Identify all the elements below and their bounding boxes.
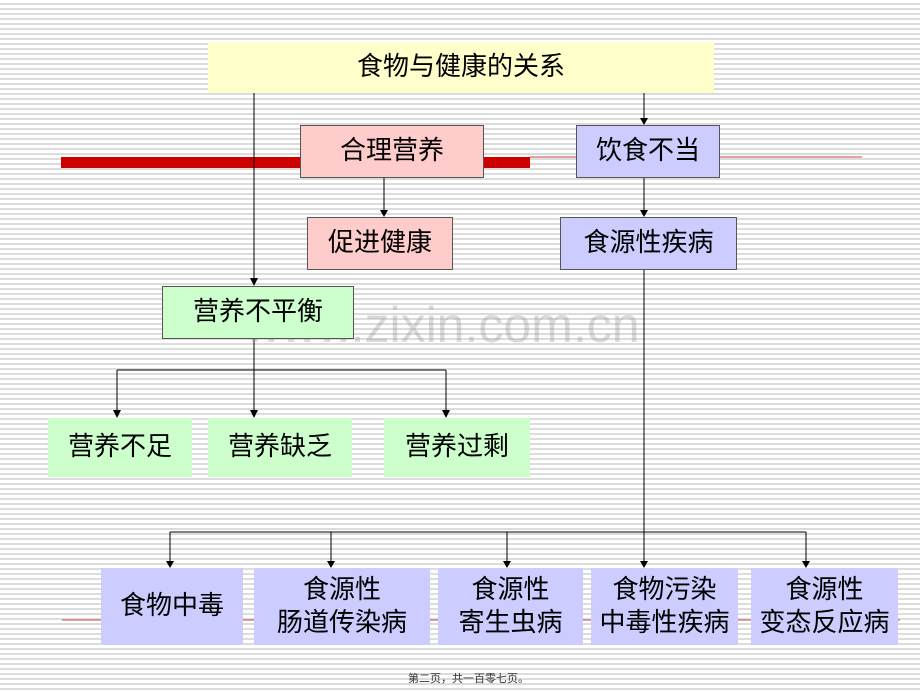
line: 食源性 [302, 575, 381, 605]
title-box: 食物与健康的关系 [208, 42, 714, 93]
page-footer: 第二页，共一百零七页。 [408, 672, 529, 685]
line: 中毒性疾病 [599, 607, 730, 638]
node-allergy: 食源性变态反应病 [751, 568, 898, 645]
node-improper-diet: 饮食不当 [576, 125, 720, 178]
line: 食源性 [471, 575, 550, 605]
red-bar [61, 157, 530, 168]
node-reasonable-nutrition: 合理营养 [300, 125, 484, 178]
node-deficiency: 营养缺乏 [208, 418, 352, 477]
line: 食源性 [785, 575, 864, 605]
line: 寄生虫病 [458, 607, 563, 638]
line: 变态反应病 [759, 607, 890, 638]
node-imbalance: 营养不平衡 [162, 286, 354, 339]
line: 食物污染 [612, 575, 717, 605]
node-promote-health: 促进健康 [307, 217, 453, 270]
node-foodborne-disease: 食源性疾病 [560, 217, 737, 270]
node-food-poisoning: 食物中毒 [101, 568, 243, 645]
node-intestinal: 食源性肠道传染病 [254, 568, 430, 645]
line: 肠道传染病 [276, 607, 407, 638]
node-contamination: 食物污染中毒性疾病 [591, 568, 738, 645]
node-excess: 营养过剩 [384, 418, 530, 477]
node-parasitic: 食源性寄生虫病 [438, 568, 583, 645]
node-insufficient: 营养不足 [48, 418, 192, 477]
